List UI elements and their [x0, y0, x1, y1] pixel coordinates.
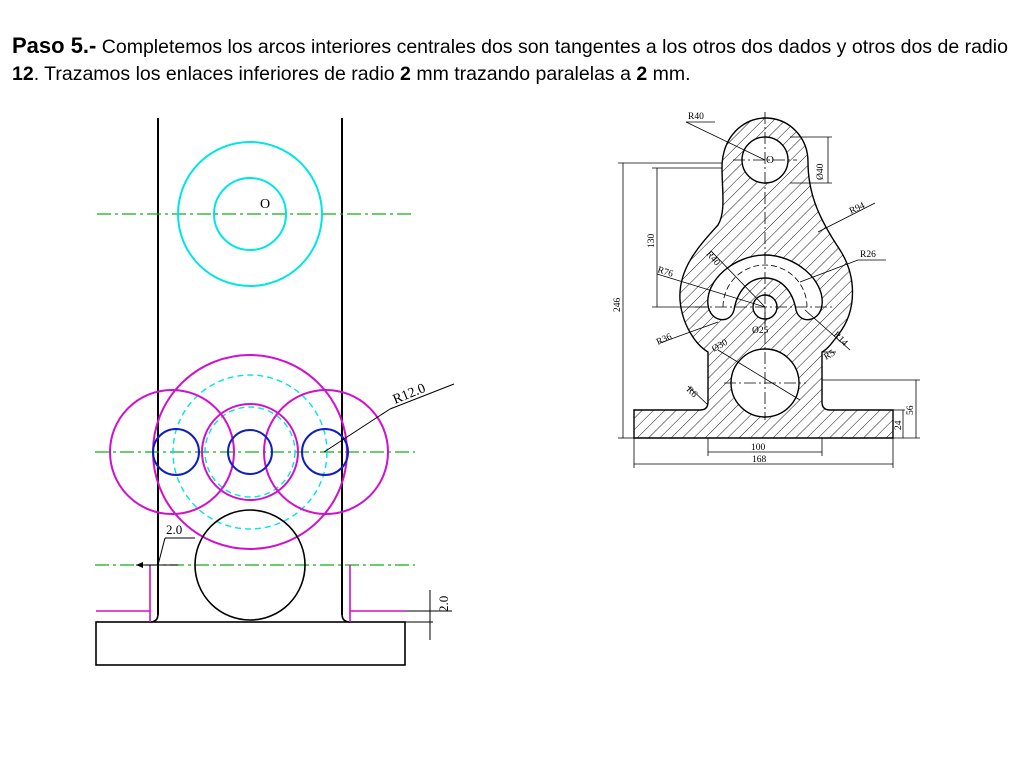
part-outline [633, 117, 894, 439]
dim-246: 246 [613, 298, 623, 313]
title-text-3: mm trazando paralelas a [410, 63, 637, 85]
slide-title: Paso 5.- Completemos los arcos interiore… [12, 32, 1012, 88]
step-label: Paso 5.- [12, 33, 97, 58]
r12-leader [323, 408, 391, 453]
dim-130: 130 [647, 234, 657, 249]
dim-r6: R6 [684, 385, 699, 400]
r40-inner-leader [711, 251, 766, 308]
r12-dimension: R12.0 [391, 381, 428, 408]
r40-top-leader [685, 121, 766, 161]
middle-dashed-circle-outer [172, 374, 328, 530]
title-bold-radius: 12 [12, 63, 34, 85]
top-inner-circle [213, 177, 287, 251]
dim-r94: R94 [848, 201, 867, 217]
lower-hole-circle [194, 509, 306, 621]
part-dashed-arc [722, 264, 808, 308]
r36-leader [659, 321, 719, 344]
blue-circle-center [227, 429, 273, 475]
left-construction-drawing: O R12.0 2.0 2.0 [95, 118, 455, 666]
dim-r40-top: R40 [688, 112, 704, 122]
dim-168: 168 [752, 455, 767, 465]
r26-leader [799, 259, 859, 283]
dim-2-vertical: 2.0 [436, 596, 451, 612]
d30-leader [717, 349, 801, 401]
middle-dashed-circle-inner [204, 406, 296, 498]
right-finished-drawing: O R40 Ø40 R94 130 R40 R26 R76 246 [613, 112, 920, 468]
title-text-1: Completemos los arcos interiores central… [96, 36, 1008, 58]
right-center-label: O [766, 154, 774, 166]
top-outer-circle [177, 141, 323, 287]
dim-56: 56 [906, 405, 916, 415]
dim-d25: Ø25 [752, 326, 769, 336]
title-text-2: . Trazamos los enlaces inferiores de rad… [33, 63, 401, 85]
left-fillet-right [341, 613, 351, 623]
magenta-circle-center [201, 403, 299, 501]
r94-leader [817, 202, 876, 233]
dim-24: 24 [894, 420, 904, 430]
title-text-4: mm. [647, 63, 691, 85]
dim-r5: R5 [823, 348, 838, 362]
r14-leader [804, 309, 851, 351]
dim-r76: R76 [656, 265, 674, 279]
r76-leader [656, 273, 766, 308]
blue-circle-left [152, 428, 200, 476]
magenta-circle-right [263, 389, 389, 515]
dim-2-horizontal: 2.0 [166, 522, 182, 537]
dim-2-leader [157, 537, 166, 566]
dim-100: 100 [751, 443, 766, 453]
dim-r26: R26 [860, 250, 876, 260]
r12-underline [389, 383, 455, 410]
title-bold-fillet: 2 [400, 63, 411, 85]
r6-leader [687, 385, 709, 406]
dim-r36: R36 [655, 332, 674, 348]
left-center-label: O [260, 197, 270, 212]
left-fillet-left [149, 613, 159, 623]
title-bold-offset: 2 [636, 63, 648, 85]
magenta-circle-left [109, 389, 235, 515]
left-base [95, 621, 406, 666]
dim-d40: Ø40 [816, 163, 826, 180]
blue-circle-right [301, 428, 349, 476]
